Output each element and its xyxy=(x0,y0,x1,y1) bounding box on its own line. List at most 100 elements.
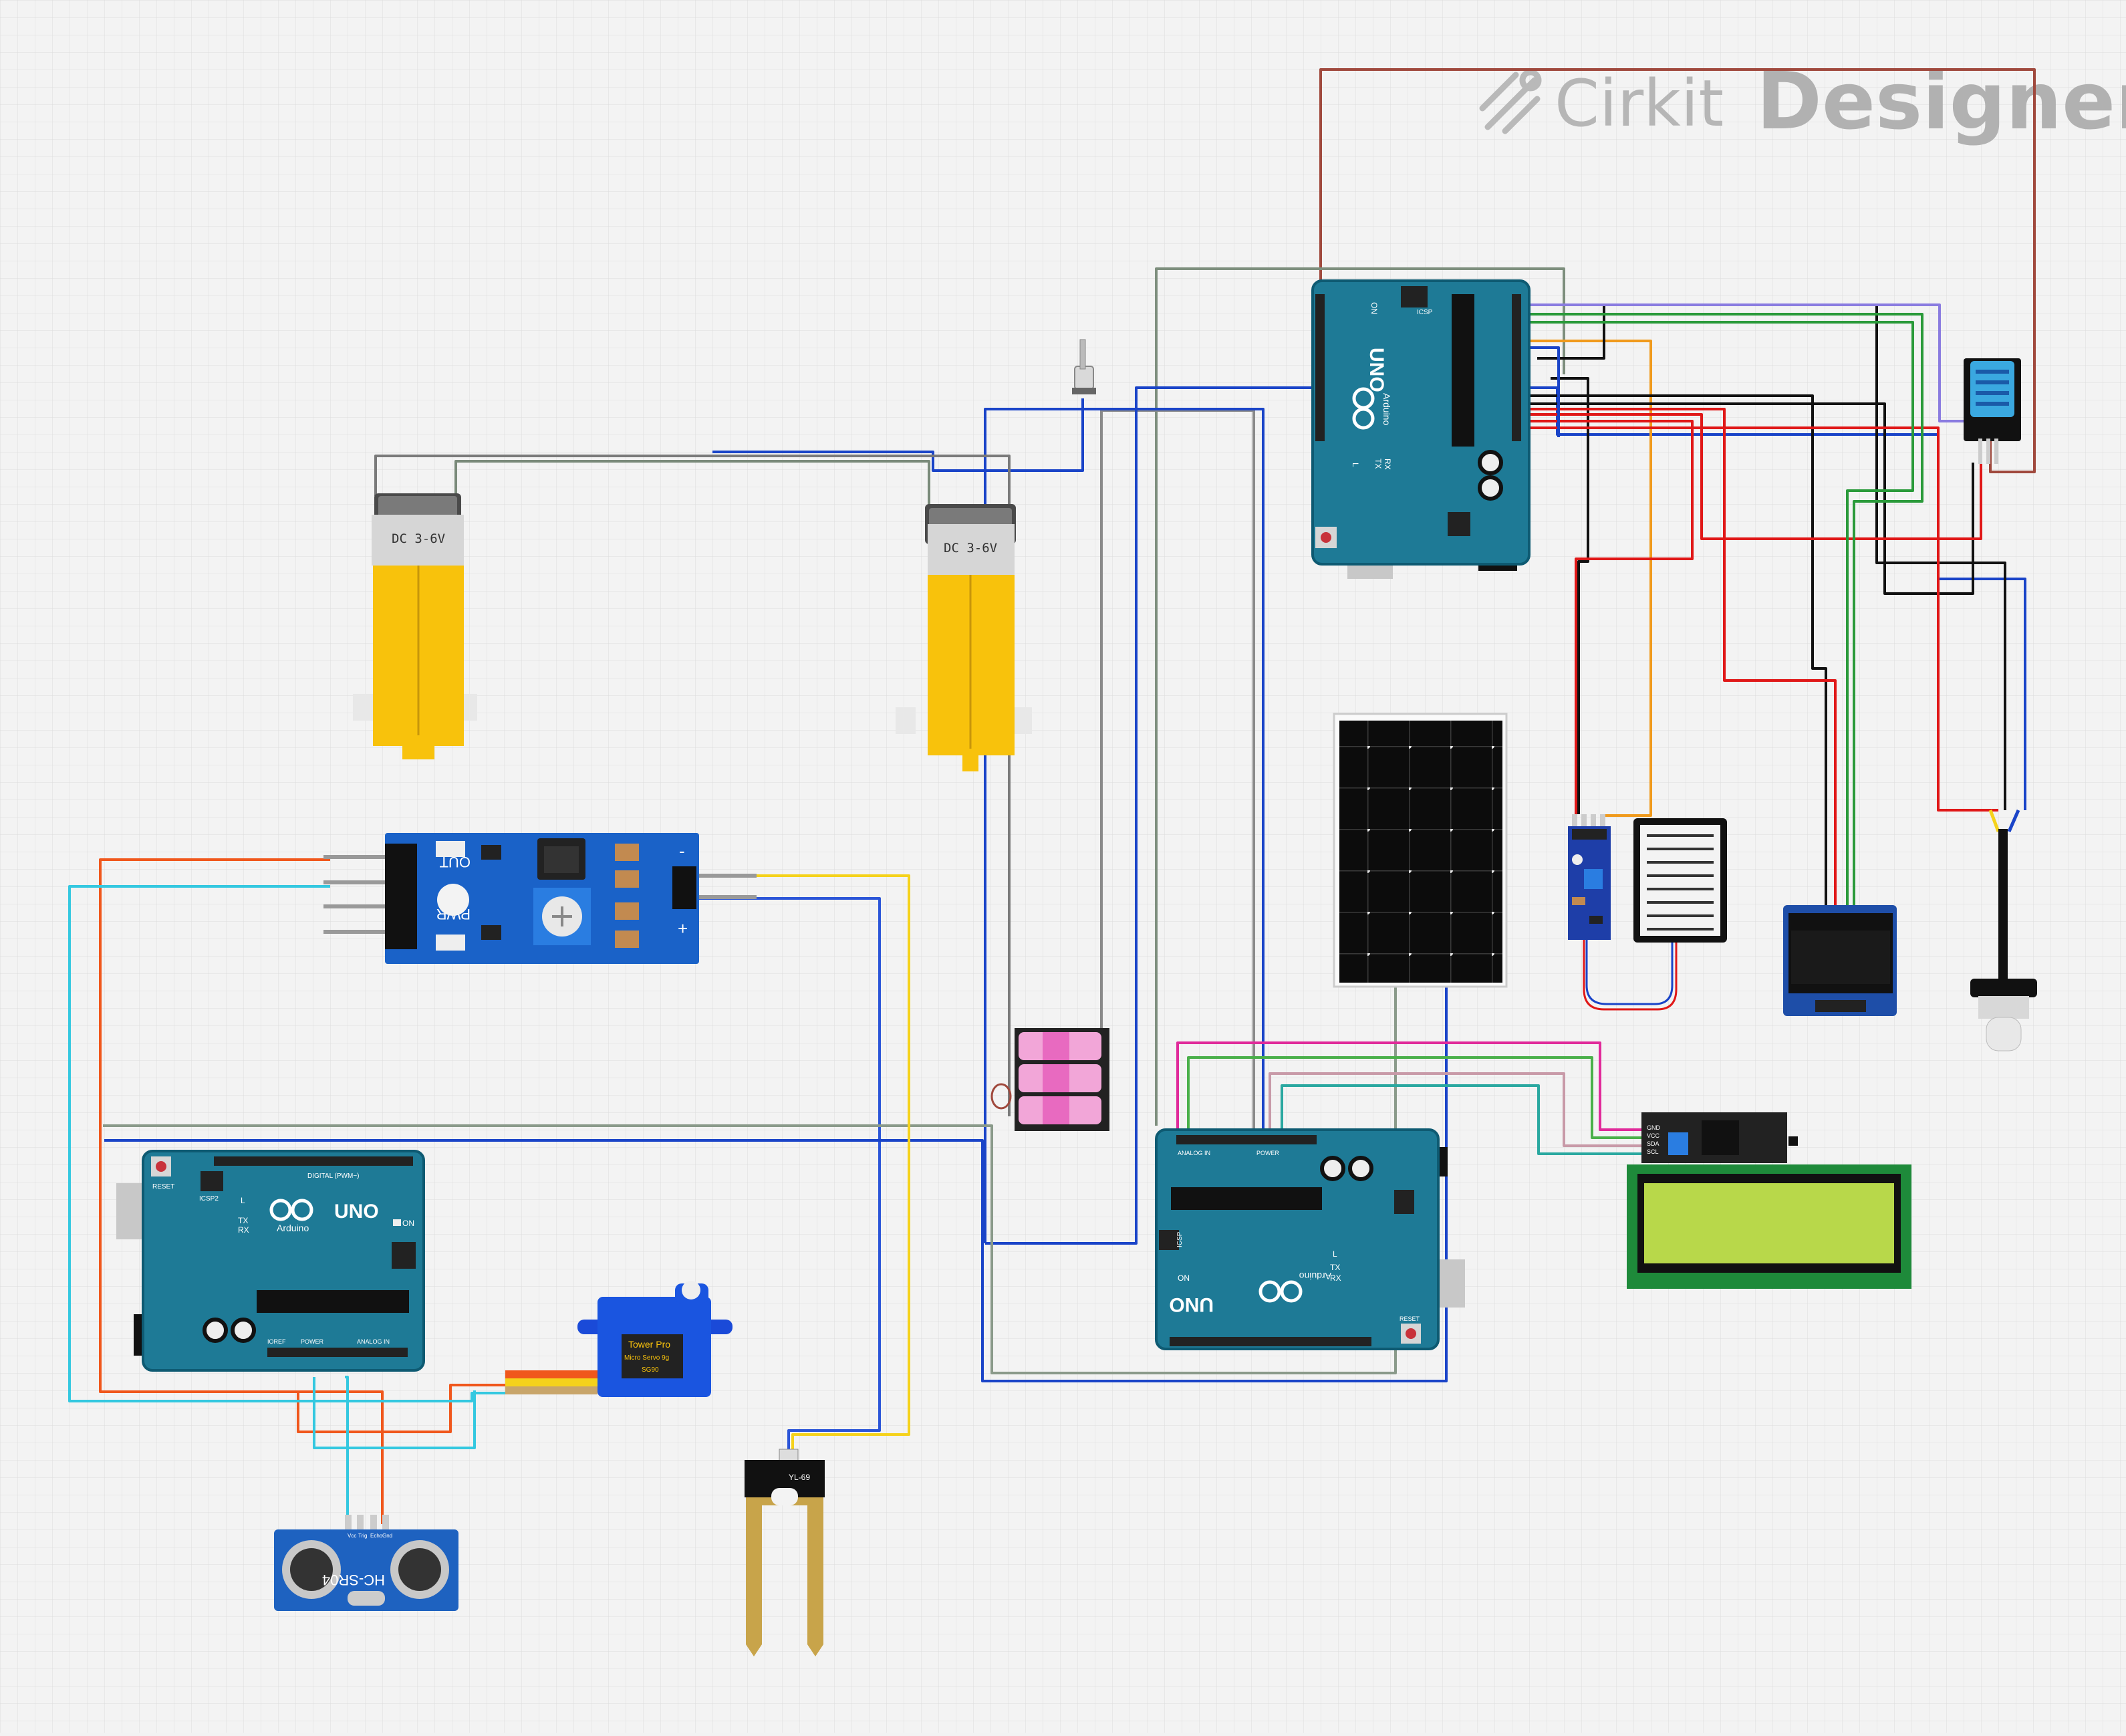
l-label: L xyxy=(1351,463,1360,467)
oled-display[interactable] xyxy=(1783,905,1897,1016)
motor-label: DC 3-6V xyxy=(392,531,445,546)
wire-grey xyxy=(374,455,1011,1116)
pin-vcc: Vcc xyxy=(348,1533,356,1539)
lcd-pin-scl: SCL xyxy=(1647,1148,1659,1155)
power-label: POWER xyxy=(301,1338,324,1345)
wire-black xyxy=(1517,394,1827,908)
pin-echo: Echo xyxy=(370,1533,383,1539)
wire-orange xyxy=(99,858,508,1433)
servo-motor[interactable]: Tower Pro Micro Servo 9g SG90 xyxy=(505,1281,733,1397)
on-label: ON xyxy=(1178,1273,1190,1283)
digital-label: DIGITAL (PWM~) xyxy=(307,1172,360,1180)
pin-trig: Trig xyxy=(358,1533,367,1539)
wire-pinkgrey xyxy=(1269,1072,1641,1147)
arduino-uno-bottom-left[interactable]: RESET ICSP2 DIGITAL (PWM~) UNO Arduino L… xyxy=(116,1150,425,1372)
i2c-lcd-display[interactable]: GND VCC SDA SCL xyxy=(1627,1112,1911,1289)
dc-motor-left[interactable]: DC 3-6V xyxy=(353,493,477,759)
servo-brand: Tower Pro xyxy=(628,1339,670,1350)
reset-label: RESET xyxy=(1400,1316,1420,1322)
wire-orange xyxy=(1518,340,1652,817)
arduino-brand: Arduino xyxy=(1299,1271,1331,1281)
tx-label: TX xyxy=(1330,1263,1340,1272)
servo-model: Micro Servo 9g xyxy=(624,1354,669,1362)
wire-red xyxy=(1517,408,1837,908)
on-label: ON xyxy=(1369,302,1379,314)
wire-red xyxy=(1517,413,1982,540)
water-pump[interactable] xyxy=(1970,809,2037,1051)
wire-cyan xyxy=(68,885,508,1402)
icsp-label: ICSP xyxy=(1176,1231,1184,1247)
wire-blue xyxy=(712,398,1084,472)
icsp-label: ICSP2 xyxy=(199,1195,219,1203)
wire-orange xyxy=(298,1390,384,1524)
arduino-brand: Arduino xyxy=(1381,393,1392,425)
wire-grey xyxy=(454,460,930,508)
ultrasonic-label: HC-SR04 xyxy=(322,1572,385,1588)
wire-red xyxy=(1517,420,1694,814)
minus-label: - xyxy=(679,841,685,861)
ultrasonic-sensor[interactable]: HC-SR04 Vcc Trig Echo Gnd xyxy=(274,1515,458,1611)
uno-logo: UNO xyxy=(1169,1293,1214,1316)
rx-label: RX xyxy=(238,1225,249,1235)
servo-code: SG90 xyxy=(642,1366,659,1374)
soil-moisture-sensor[interactable]: YL-69 xyxy=(745,1449,825,1656)
brand-name: Cirkit xyxy=(1555,66,1724,141)
power-label: POWER xyxy=(1256,1150,1280,1156)
plus-label: + xyxy=(678,918,688,939)
l-label: L xyxy=(241,1196,245,1205)
pin-gnd: Gnd xyxy=(382,1533,392,1539)
arduino-brand: Arduino xyxy=(277,1223,309,1233)
on-label: ON xyxy=(402,1219,414,1228)
wire-black xyxy=(1517,402,1974,595)
wire-green xyxy=(1521,313,1923,908)
uno-logo: UNO xyxy=(334,1201,379,1223)
tx-label: TX xyxy=(1373,459,1383,469)
lcd-pin-gnd: GND xyxy=(1647,1124,1661,1131)
battery-pack[interactable] xyxy=(990,1028,1109,1131)
arduino-logo-icon xyxy=(1258,1280,1303,1303)
motor-label: DC 3-6V xyxy=(944,541,997,555)
wire-blue xyxy=(680,897,881,1461)
wires[interactable] xyxy=(68,68,2036,1524)
solar-panel[interactable] xyxy=(1333,713,1508,988)
dht-sensor[interactable] xyxy=(1964,358,2021,464)
l-label: L xyxy=(1333,1249,1337,1259)
arduino-logo-icon xyxy=(269,1199,313,1221)
wire-purple xyxy=(1522,303,1970,422)
wire-black xyxy=(1551,377,1589,814)
wire-red xyxy=(1517,426,1998,812)
wire-cyan xyxy=(313,1377,476,1449)
cirkit-logo-icon xyxy=(1479,69,1542,134)
toggle-switch[interactable] xyxy=(1072,339,1096,394)
brand-logo: Cirkit Designer xyxy=(1479,55,2126,147)
rx-label: RX xyxy=(1383,459,1392,470)
pin-out-label: OUT xyxy=(440,854,471,870)
rain-sensor-module[interactable] xyxy=(1568,814,1727,1011)
sound-sensor-module[interactable]: OUT PWR + - xyxy=(323,833,757,964)
lcd-pin-vcc: VCC xyxy=(1647,1132,1660,1139)
soil-label: YL-69 xyxy=(789,1473,810,1482)
icsp-label: ICSP xyxy=(1417,309,1433,316)
wire-blue xyxy=(104,983,1448,1382)
wire-green xyxy=(1187,1056,1641,1139)
dc-motor-right[interactable]: DC 3-6V xyxy=(896,504,1032,771)
wire-blue xyxy=(1521,346,1560,437)
analog-label: ANALOG IN xyxy=(1178,1150,1210,1156)
wire-blue xyxy=(984,408,1265,1243)
arduino-uno-bottom-center[interactable]: POWER ANALOG IN ICSP UNO Arduino ON L TX… xyxy=(1155,1128,1465,1350)
reset-label: RESET xyxy=(152,1183,174,1191)
uno-logo: UNO xyxy=(1365,348,1387,392)
wire-yellow xyxy=(692,874,910,1461)
wire-green xyxy=(1521,321,1914,908)
ioref-label: IOREF xyxy=(267,1338,286,1345)
wire-teal xyxy=(1281,1084,1641,1155)
rx-label: RX xyxy=(1330,1273,1341,1283)
tx-label: TX xyxy=(238,1216,248,1225)
lcd-pin-sda: SDA xyxy=(1647,1140,1659,1147)
wire-pink xyxy=(1176,1041,1641,1136)
arduino-uno-top[interactable]: ICSP UNO Arduino ON L TX RX xyxy=(1311,279,1531,579)
wire-cyan xyxy=(345,1376,349,1524)
analog-label: ANALOG IN xyxy=(357,1338,390,1345)
